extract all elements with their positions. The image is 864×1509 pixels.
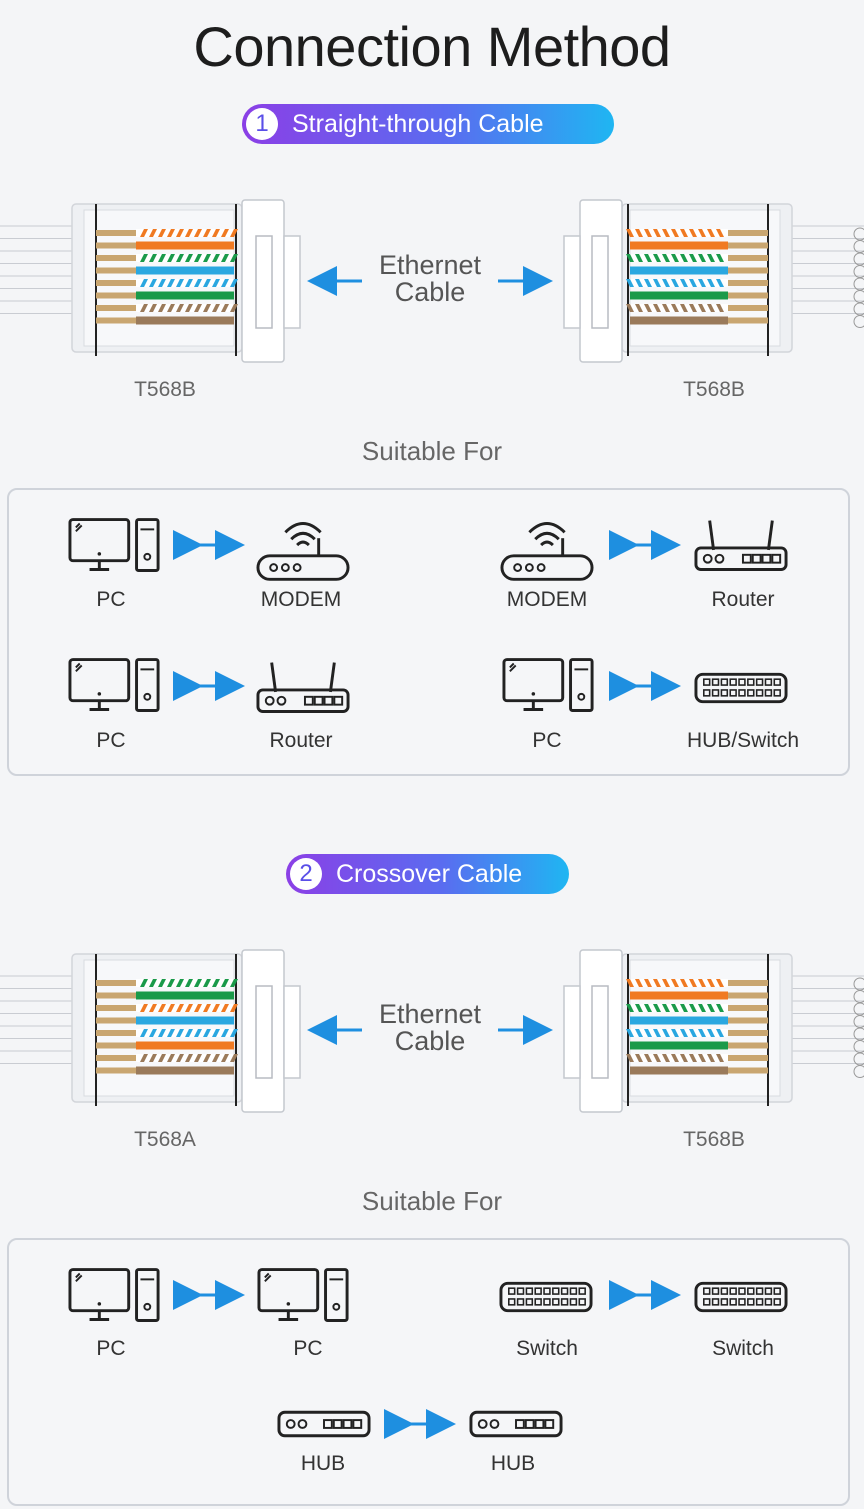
double-arrow-icon (609, 530, 681, 560)
device-label: PC (96, 588, 126, 611)
section-heading-label: Crossover Cable (336, 859, 523, 888)
device-label: PC (96, 729, 126, 752)
cable-label-line1: Ethernet (378, 250, 482, 280)
section-heading-crossover: 2 Crossover Cable (286, 854, 569, 894)
hub-icon (277, 1410, 371, 1438)
device-label: HUB (490, 1452, 536, 1475)
device-label: Switch (516, 1337, 578, 1360)
cable-label: Ethernet Cable (345, 1001, 515, 1055)
desktop-computer-icon (68, 517, 162, 577)
router-icon (694, 518, 788, 574)
section-number: 2 (290, 858, 322, 890)
suitable-for-heading: Suitable For (361, 1186, 503, 1216)
desktop-computer-icon (257, 1267, 351, 1327)
cable-label-line1: Ethernet (378, 999, 482, 1029)
double-arrow-icon (173, 530, 245, 560)
cable-arrows (307, 266, 553, 296)
cable-label-line2: Cable (394, 1026, 466, 1056)
section-heading-straight-through: 1 Straight-through Cable (242, 104, 614, 144)
left-standard-label: T568A (134, 1128, 196, 1151)
rj45-connector-left (0, 949, 301, 1113)
wifi-modem-icon (256, 512, 350, 582)
double-arrow-icon (384, 1409, 456, 1439)
section-heading-label: Straight-through Cable (292, 109, 544, 138)
router-icon (256, 660, 350, 716)
double-arrow-icon (173, 671, 245, 701)
network-switch-icon (694, 1281, 788, 1313)
desktop-computer-icon (502, 657, 596, 717)
double-arrow-icon (173, 1280, 245, 1310)
rj45-connector-left (0, 199, 301, 363)
desktop-computer-icon (68, 1267, 162, 1327)
network-switch-icon (694, 672, 788, 704)
device-label: PC (96, 1337, 126, 1360)
device-label: Router (269, 729, 333, 752)
section-number: 1 (246, 108, 278, 140)
suitable-for-heading: Suitable For (361, 436, 503, 466)
cable-label: Ethernet Cable (345, 252, 515, 306)
device-label: PC (532, 729, 562, 752)
right-standard-label: T568B (683, 1128, 745, 1151)
cable-arrows (307, 1015, 553, 1045)
desktop-computer-icon (68, 657, 162, 717)
cable-label-line2: Cable (394, 277, 466, 307)
right-standard-label: T568B (683, 378, 745, 401)
device-label: HUB (300, 1452, 346, 1475)
device-label: HUB/Switch (686, 729, 800, 752)
rj45-connector-right (563, 949, 864, 1113)
device-label: PC (293, 1337, 323, 1360)
device-panel (7, 488, 850, 776)
network-switch-icon (499, 1281, 593, 1313)
device-label: MODEM (506, 588, 588, 611)
device-label: MODEM (260, 588, 342, 611)
hub-icon (469, 1410, 563, 1438)
device-label: Router (711, 588, 775, 611)
page-title: Connection Method (193, 15, 671, 78)
double-arrow-icon (609, 1280, 681, 1310)
rj45-connector-right (563, 199, 864, 363)
double-arrow-icon (609, 671, 681, 701)
device-label: Switch (712, 1337, 774, 1360)
wifi-modem-icon (500, 512, 594, 582)
left-standard-label: T568B (134, 378, 196, 401)
